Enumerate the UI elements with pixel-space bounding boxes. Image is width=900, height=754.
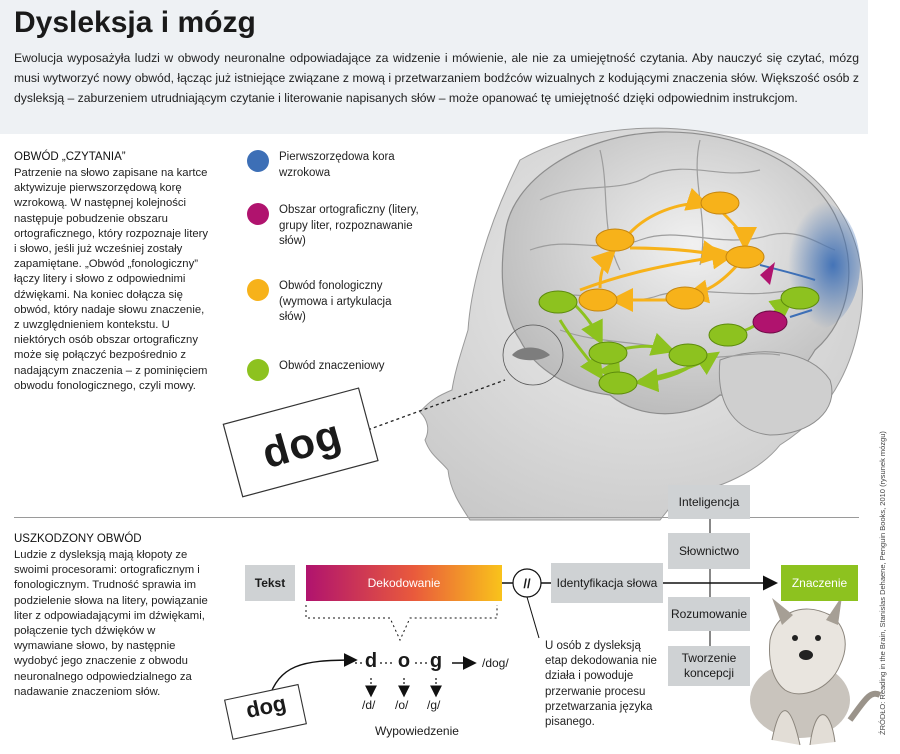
letter-d: d (362, 650, 380, 673)
node-phonological (578, 288, 618, 312)
source-credit: ŹRÓDŁO: Reading in the Brain, Stanislas … (878, 431, 887, 735)
gaze-line (339, 379, 506, 441)
visual-cortex-glow (770, 200, 860, 330)
break-mark: // (523, 575, 531, 591)
dyslexia-note: U osób z dysleksją etap dekodowania nie … (545, 640, 657, 729)
legend-label: Obwód fonologiczny (wymowa i artykulacja… (279, 280, 392, 323)
node-phonological (700, 191, 740, 215)
damaged-circuit-text: Ludzie z dysleksją mają kłopoty ze swoim… (14, 549, 208, 698)
phonological-links (579, 187, 757, 312)
legend-dot-magenta (247, 203, 269, 225)
orthographic-link (760, 262, 775, 285)
small-word-card (223, 683, 307, 740)
node-semantic (708, 323, 748, 347)
decode-bracket (305, 605, 498, 642)
phoneme-g: /g/ (427, 698, 441, 712)
node-semantic (780, 286, 820, 310)
node-semantic (598, 371, 638, 395)
node-phonological (665, 286, 705, 310)
legend-label: Pierwszorzędowa kora wzrokowa (279, 151, 395, 179)
side-box-rozumowanie: Rozumowanie (668, 597, 750, 631)
znaczenie-box: Znaczenie (781, 565, 858, 601)
legend-dot-green (247, 359, 269, 381)
legend-dot-yellow (247, 279, 269, 301)
legend-dot-blue (247, 150, 269, 172)
circuit-nodes (538, 191, 820, 395)
node-semantic (668, 343, 708, 367)
whole-word-phonetic: /dog/ (482, 656, 509, 670)
phoneme-o: /o/ (395, 698, 409, 712)
section-divider (14, 517, 859, 518)
node-phonological (725, 245, 765, 269)
phoneme-d: /d/ (362, 698, 376, 712)
legend-semantic: Obwód znaczeniowy (247, 359, 419, 381)
eye-outline (502, 324, 564, 386)
letter-g: g (427, 650, 445, 673)
side-box-tworzenie: Tworzenie koncepcji (668, 646, 750, 686)
legend-label: Obwód znaczeniowy (279, 360, 385, 372)
legend-phonological: Obwód fonologiczny (wymowa i artykulacja… (247, 279, 419, 326)
letter-o: o (395, 650, 413, 673)
damaged-circuit-heading: USZKODZONY OBWÓD (14, 533, 142, 545)
cerebellum (718, 351, 833, 436)
node-semantic (588, 341, 628, 365)
tekst-box: Tekst (245, 565, 295, 601)
reading-circuit-heading: OBWÓD „CZYTANIA” (14, 151, 126, 163)
visual-links (759, 264, 816, 318)
legend-orthographic: Obszar ortograficzny (litery, grupy lite… (247, 203, 419, 250)
legend-visual-cortex: Pierwszorzędowa kora wzrokowa (247, 150, 419, 181)
dekodowanie-box: Dekodowanie (306, 565, 502, 601)
node-orthographic (752, 310, 788, 334)
node-phonological (595, 228, 635, 252)
side-box-slownictwo: Słownictwo (668, 533, 750, 569)
header-band (0, 0, 868, 134)
reading-circuit-text: Patrzenie na słowo zapisane na kartce ak… (14, 167, 209, 392)
word-card (222, 387, 379, 498)
identyfikacja-box: Identyfikacja słowa (551, 563, 663, 603)
page-title: Dysleksja i mózg (14, 6, 256, 39)
note-leader (526, 596, 540, 639)
side-box-inteligencja: Inteligencja (668, 485, 750, 519)
intro-paragraph: Ewolucja wyposażyła ludzi w obwody neuro… (14, 51, 859, 105)
letter-phoneme-arrows (365, 678, 442, 698)
decoding-caption: Wypowiedzenie (375, 724, 459, 738)
dog-illustration (750, 596, 882, 746)
legend-label: Obszar ortograficzny (litery, grupy lite… (279, 204, 419, 247)
node-semantic (538, 290, 578, 314)
eye (512, 347, 550, 361)
